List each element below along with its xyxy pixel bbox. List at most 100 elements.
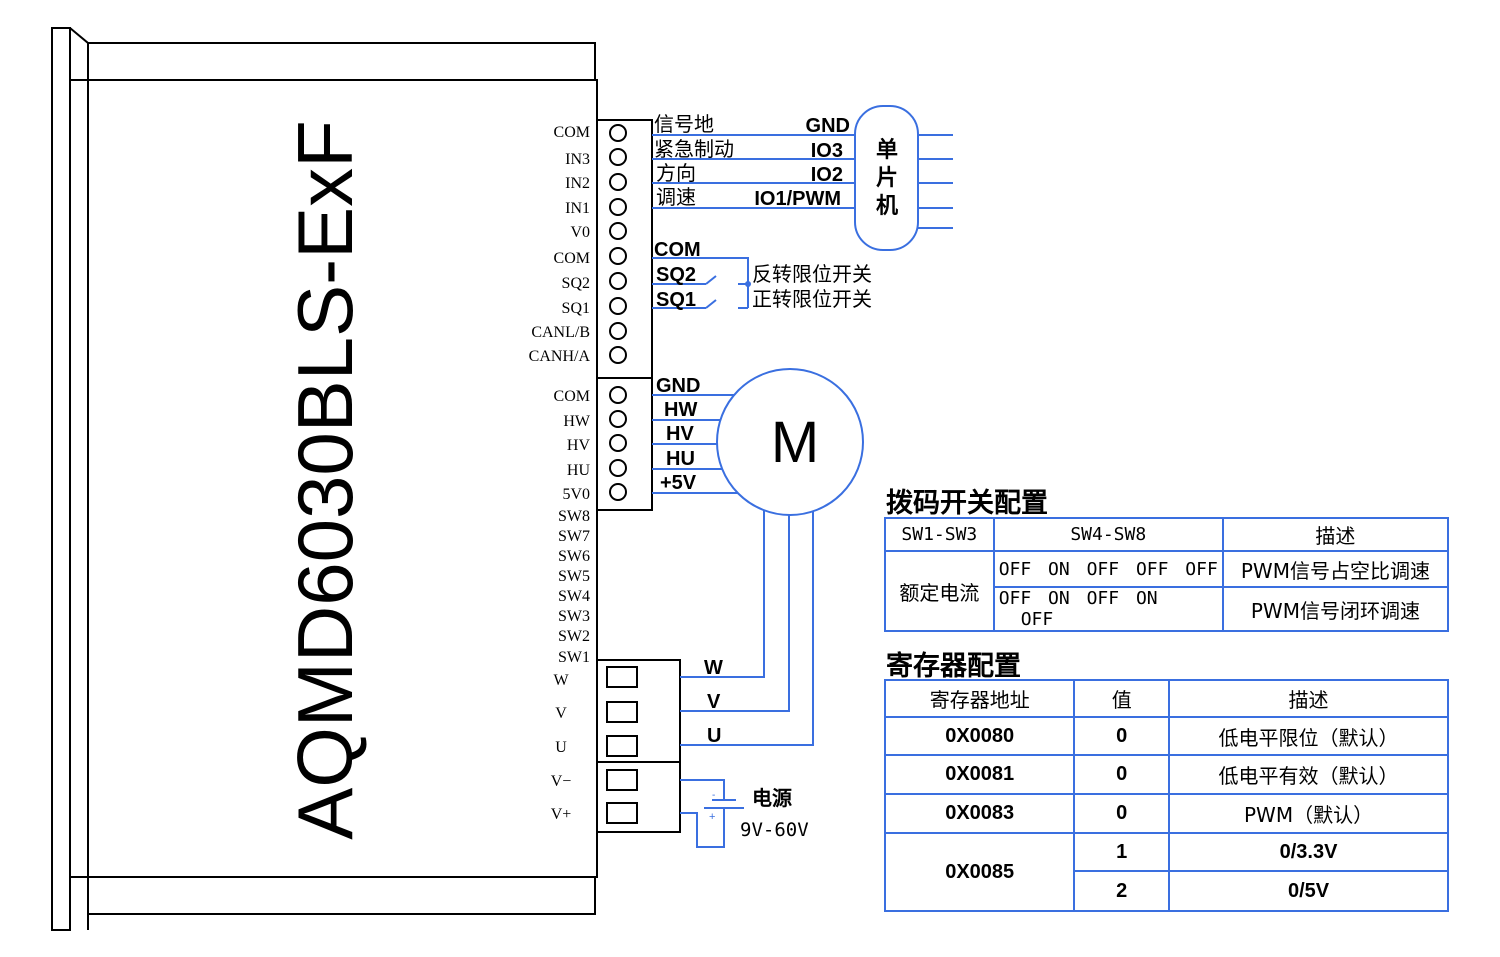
terminal-hole (609, 272, 627, 290)
reg-desc: 0/5V (1168, 870, 1449, 912)
switch-state: ON (1048, 558, 1070, 580)
svg-text:反转限位开关: 反转限位开关 (752, 262, 872, 286)
svg-text:片: 片 (876, 166, 898, 191)
svg-text:SQ1: SQ1 (656, 289, 696, 311)
register-table: 寄存器地址 值 描述 0X0080 0 低电平限位（默认） 0X0081 0 低… (883, 679, 1449, 912)
svg-text:SQ2: SQ2 (656, 264, 696, 286)
terminal-hole (609, 346, 627, 364)
reg-value: 0 (1073, 754, 1171, 795)
dip-desc: PWM信号占空比调速 (1221, 550, 1450, 588)
switch-state: OFF (1185, 558, 1218, 580)
reg-value: 0 (1073, 793, 1171, 834)
reg-header-value: 值 (1073, 679, 1171, 718)
dip-switch-pin-label: SW3 (558, 608, 590, 625)
dip-switch-pin-label: SW2 (558, 628, 590, 645)
svg-text:信号地: 信号地 (654, 112, 714, 136)
table-row: 0X0081 0 低电平有效（默认） (883, 754, 1449, 795)
switch-state: ON (1135, 588, 1158, 609)
motor-phase-wires (680, 508, 814, 746)
svg-text:方向: 方向 (656, 161, 696, 185)
hall-pin-label: 5V0 (562, 486, 590, 503)
svg-text:HW: HW (664, 399, 697, 421)
hall-pin-label: HU (567, 462, 591, 479)
power-title: 电源 (752, 786, 792, 810)
terminal-hole (609, 124, 627, 142)
dip-table-title: 拨码开关配置 (886, 488, 1048, 519)
mcu-wire-signals: GND IO3 IO2 IO1/PWM (754, 115, 850, 210)
terminal-hole (609, 198, 627, 216)
limit-switch-wires (652, 257, 749, 309)
reg-addr: 0X0080 (883, 716, 1076, 756)
limit-switch-pin-labels: COM SQ2 SQ1 (654, 239, 701, 311)
battery-plus-sign: + (709, 811, 715, 823)
switch-state: OFF (1086, 558, 1120, 580)
svg-text:COM: COM (654, 239, 701, 261)
signal-pin-label: SQ1 (562, 300, 590, 317)
terminal-v-plus (606, 802, 638, 824)
switch-state: OFF (1020, 609, 1054, 630)
reg-desc: 低电平有效（默认） (1168, 754, 1449, 795)
hall-wires (652, 394, 738, 494)
reg-desc: 0/3.3V (1168, 832, 1449, 872)
phase-labels: W V U (704, 657, 723, 747)
dip-switch-pin-label: SW5 (558, 568, 590, 585)
dip-switch-states: OFF ON OFF OFF OFF (992, 550, 1224, 588)
battery-minus-sign: - (712, 790, 715, 801)
signal-pin-label: V0 (570, 224, 590, 241)
svg-text:机: 机 (876, 194, 898, 219)
reg-header-desc: 描述 (1168, 679, 1449, 718)
dip-switch-pin-label: SW1 (558, 649, 590, 666)
power-pin-label: V+ (551, 806, 572, 823)
svg-text:W: W (704, 657, 723, 679)
svg-text:GND: GND (806, 115, 850, 137)
switch-state: OFF (1086, 588, 1120, 609)
terminal-hole (609, 410, 627, 428)
switch-state: OFF (998, 588, 1032, 609)
motor-pin-label: U (555, 739, 567, 756)
table-row: 0X0080 0 低电平限位（默认） (883, 716, 1449, 756)
svg-text:IO3: IO3 (811, 140, 843, 162)
reg-addr: 0X0081 (883, 754, 1076, 795)
reg-desc: 低电平限位（默认） (1168, 716, 1449, 756)
mcu-wire-functions: 信号地 紧急制动 方向 调速 (654, 112, 734, 209)
table-row: 额定电流 OFF ON OFF OFF OFF PWM信号占空比调速 (884, 550, 1450, 632)
table-row: 0X0083 0 PWM（默认） (883, 793, 1449, 834)
table-row: OFF ON OFF ON OFF PWM信号闭环调速 (885, 586, 1450, 632)
dip-desc: PWM信号闭环调速 (1221, 586, 1450, 632)
reg-addr: 0X0083 (883, 793, 1076, 834)
terminal-hole (609, 386, 627, 404)
reg-table-title: 寄存器配置 (886, 651, 1021, 682)
dip-switch-states: OFF ON OFF ON OFF (992, 586, 1224, 632)
reg-value: 0 (1073, 716, 1171, 756)
terminal-w (606, 666, 638, 688)
limit-switch-labels: 反转限位开关 正转限位开关 (752, 262, 872, 311)
power-pin-label: V− (551, 773, 572, 790)
switch-state: ON (1048, 588, 1070, 609)
dip-header-sw1-sw3: SW1-SW3 (884, 517, 995, 552)
dip-header-desc: 描述 (1221, 517, 1450, 552)
driver-pin-labels: COMIN3IN2IN1V0COMSQ2SQ1CANL/BCANH/ACOMHW… (529, 124, 591, 823)
signal-pin-label: COM (554, 124, 590, 141)
dip-table-header: SW1-SW3 SW4-SW8 描述 (884, 517, 1450, 552)
hall-pin-label: HV (567, 437, 591, 454)
signal-pin-label: IN2 (565, 175, 590, 192)
terminal-v-minus (606, 769, 638, 791)
motor-pin-label: V (555, 705, 567, 722)
terminal-hole (609, 247, 627, 265)
svg-text:U: U (707, 725, 721, 747)
mcu-wires (652, 134, 953, 229)
signal-pin-label: IN3 (565, 151, 590, 168)
reg-value: 1 (1073, 832, 1171, 872)
svg-text:V: V (707, 691, 721, 713)
terminal-hole (609, 434, 627, 452)
motor-power-connector (596, 659, 681, 833)
reg-value: 2 (1073, 870, 1171, 912)
dip-header-sw4-sw8: SW4-SW8 (992, 517, 1224, 552)
driver-model: AQMD6030BLS-ExF (281, 120, 369, 840)
reg-header-addr: 寄存器地址 (883, 679, 1076, 718)
switch-state: OFF (1135, 558, 1169, 580)
svg-text:HU: HU (666, 448, 695, 470)
dip-switch-pin-label: SW8 (558, 508, 590, 525)
terminal-v (606, 701, 638, 723)
